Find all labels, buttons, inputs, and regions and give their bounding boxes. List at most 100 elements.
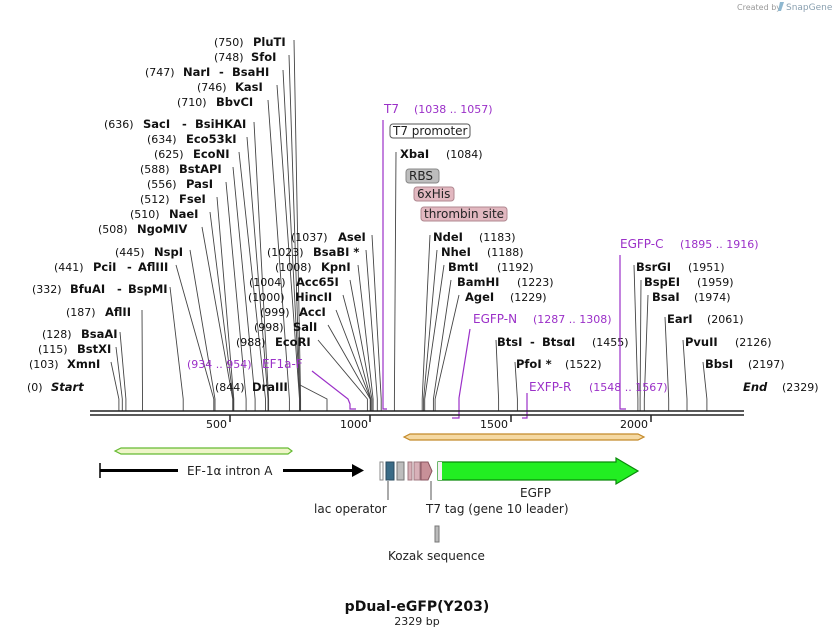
enzyme-connector bbox=[495, 339, 500, 411]
enzyme-label[interactable]: SfoI bbox=[251, 50, 276, 64]
feature-box[interactable] bbox=[389, 123, 471, 139]
end-pos: (2329) bbox=[782, 381, 819, 394]
plasmid-length: 2329 bp bbox=[394, 615, 439, 628]
enzyme-label[interactable]: BsaBI * bbox=[313, 245, 359, 259]
enzyme-connector bbox=[119, 331, 127, 411]
enzyme-label[interactable]: EarI bbox=[667, 312, 693, 326]
enzyme-label[interactable]: PasI bbox=[186, 177, 213, 191]
enzyme-label[interactable]: Acc65I bbox=[296, 275, 339, 289]
enzyme-connector bbox=[371, 234, 382, 411]
enzyme-pos: (1004) bbox=[249, 276, 286, 289]
enzyme-connector bbox=[169, 286, 184, 411]
enzyme-dash: - bbox=[182, 117, 187, 131]
enzyme-label[interactable]: PciI bbox=[93, 260, 116, 274]
enzyme-label[interactable]: BtsαI bbox=[542, 335, 575, 349]
enzyme-label[interactable]: NspI bbox=[154, 245, 183, 259]
kozak-marker[interactable] bbox=[434, 525, 440, 543]
enzyme-label[interactable]: HincII bbox=[295, 290, 332, 304]
enzyme-pos: (103) bbox=[29, 358, 59, 371]
enzyme-dash: - bbox=[127, 260, 132, 274]
t7-promoter-segment[interactable] bbox=[396, 461, 405, 481]
enzyme-label[interactable]: DraIII bbox=[252, 380, 288, 394]
enzyme-label[interactable]: AflII bbox=[105, 305, 131, 319]
enzyme-label[interactable]: XbaI bbox=[400, 147, 429, 161]
enzyme-label[interactable]: KasI bbox=[235, 80, 263, 94]
feature-label: 6xHis bbox=[417, 187, 450, 201]
enzyme-label[interactable]: BmtI bbox=[448, 260, 479, 274]
plasmid-title: pDual-eGFP(Y203) bbox=[345, 599, 490, 615]
enzyme-label[interactable]: BbvCI bbox=[216, 95, 253, 109]
egfp-feature[interactable] bbox=[437, 456, 640, 486]
feature-box[interactable] bbox=[413, 186, 455, 202]
feature-label: EGFP bbox=[520, 486, 551, 500]
enzyme-label[interactable]: KpnI bbox=[321, 260, 351, 274]
enzyme-label[interactable]: BsaAI bbox=[81, 327, 118, 341]
feature-box[interactable] bbox=[420, 206, 508, 222]
feature-box[interactable] bbox=[405, 168, 440, 184]
thrombin-arrow[interactable] bbox=[420, 461, 433, 481]
enzyme-connector bbox=[633, 264, 639, 411]
primer-label[interactable]: EXFP-R bbox=[529, 380, 571, 394]
lac-operator-segment[interactable] bbox=[385, 461, 395, 481]
enzyme-label[interactable]: EcoRI bbox=[275, 335, 311, 349]
enzyme-label[interactable]: NdeI bbox=[433, 230, 463, 244]
credit-text: Created by bbox=[737, 3, 781, 12]
enzyme-label[interactable]: NaeI bbox=[169, 207, 198, 221]
enzyme-label[interactable]: BsaHI bbox=[232, 65, 269, 79]
enzyme-label[interactable]: PluTI bbox=[253, 35, 286, 49]
enzyme-label[interactable]: NarI bbox=[183, 65, 210, 79]
enzyme-connector bbox=[365, 249, 378, 411]
feature-label: RBS bbox=[409, 169, 433, 183]
feature-segment[interactable] bbox=[407, 461, 413, 481]
enzyme-label[interactable]: AccI bbox=[299, 305, 326, 319]
enzyme-label[interactable]: BspMI bbox=[128, 282, 168, 296]
ef1a-intron-feature[interactable] bbox=[99, 463, 364, 478]
enzyme-label[interactable]: NgoMIV bbox=[137, 222, 187, 236]
enzyme-pos: (1000) bbox=[248, 291, 285, 304]
enzyme-label[interactable]: BsaI bbox=[652, 290, 680, 304]
primer-label[interactable]: T7 bbox=[383, 102, 399, 116]
enzyme-connector bbox=[189, 249, 216, 411]
snapgene-credit: Created by SnapGene bbox=[737, 2, 833, 13]
enzyme-pos: (1229) bbox=[510, 291, 547, 304]
enzyme-label[interactable]: BstAPI bbox=[179, 162, 222, 176]
enzyme-label[interactable]: PfoI * bbox=[516, 357, 552, 371]
primer-label[interactable]: EGFP-N bbox=[473, 312, 517, 326]
enzyme-label[interactable]: SacI bbox=[143, 117, 170, 131]
orf-egfp[interactable] bbox=[402, 433, 646, 441]
primer-label[interactable]: EGFP-C bbox=[620, 237, 663, 251]
enzyme-label[interactable]: SalI bbox=[293, 320, 317, 334]
enzyme-pos: (1008) bbox=[275, 261, 312, 274]
enzyme-label[interactable]: FseI bbox=[179, 192, 206, 206]
feature-segment[interactable] bbox=[413, 461, 421, 481]
enzyme-label[interactable]: AgeI bbox=[465, 290, 494, 304]
enzyme-label[interactable]: BspEI bbox=[644, 275, 680, 289]
enzyme-pos: (636) bbox=[104, 118, 134, 131]
enzyme-label[interactable]: BsiHKAI bbox=[195, 117, 246, 131]
enzyme-label[interactable]: PvuII bbox=[685, 335, 718, 349]
enzyme-label[interactable]: BfuAI bbox=[70, 282, 105, 296]
sequence-backbone: 500 1000 1500 2000 bbox=[90, 410, 744, 431]
enzyme-pos: (2197) bbox=[748, 358, 785, 371]
enzyme-label[interactable]: BsrGI bbox=[636, 260, 671, 274]
primer-label[interactable]: EF1a-F bbox=[262, 357, 303, 371]
orf-intron[interactable] bbox=[113, 447, 293, 455]
feature-segment[interactable] bbox=[379, 461, 384, 481]
primer-labels: T7 (1038 .. 1057) (934 .. 954) EF1a-F EG… bbox=[187, 102, 759, 419]
enzyme-label[interactable]: BstXI bbox=[77, 342, 111, 356]
enzyme-label[interactable]: AflIII bbox=[138, 260, 168, 274]
enzyme-label[interactable]: Eco53kI bbox=[186, 132, 237, 146]
enzyme-label[interactable]: XmnI bbox=[67, 357, 100, 371]
enzyme-label[interactable]: EcoNI bbox=[193, 147, 229, 161]
enzyme-label[interactable]: BamHI bbox=[457, 275, 499, 289]
enzyme-pos: (1183) bbox=[479, 231, 516, 244]
enzyme-label[interactable]: NheI bbox=[441, 245, 471, 259]
enzyme-connector bbox=[514, 361, 518, 411]
enzyme-label[interactable]: AseI bbox=[338, 230, 366, 244]
enzyme-connector bbox=[639, 279, 642, 411]
enzyme-label[interactable]: BbsI bbox=[705, 357, 733, 371]
enzyme-label[interactable]: BtsI bbox=[497, 335, 522, 349]
enzyme-connector bbox=[423, 249, 438, 411]
enzyme-pos: (115) bbox=[38, 343, 68, 356]
